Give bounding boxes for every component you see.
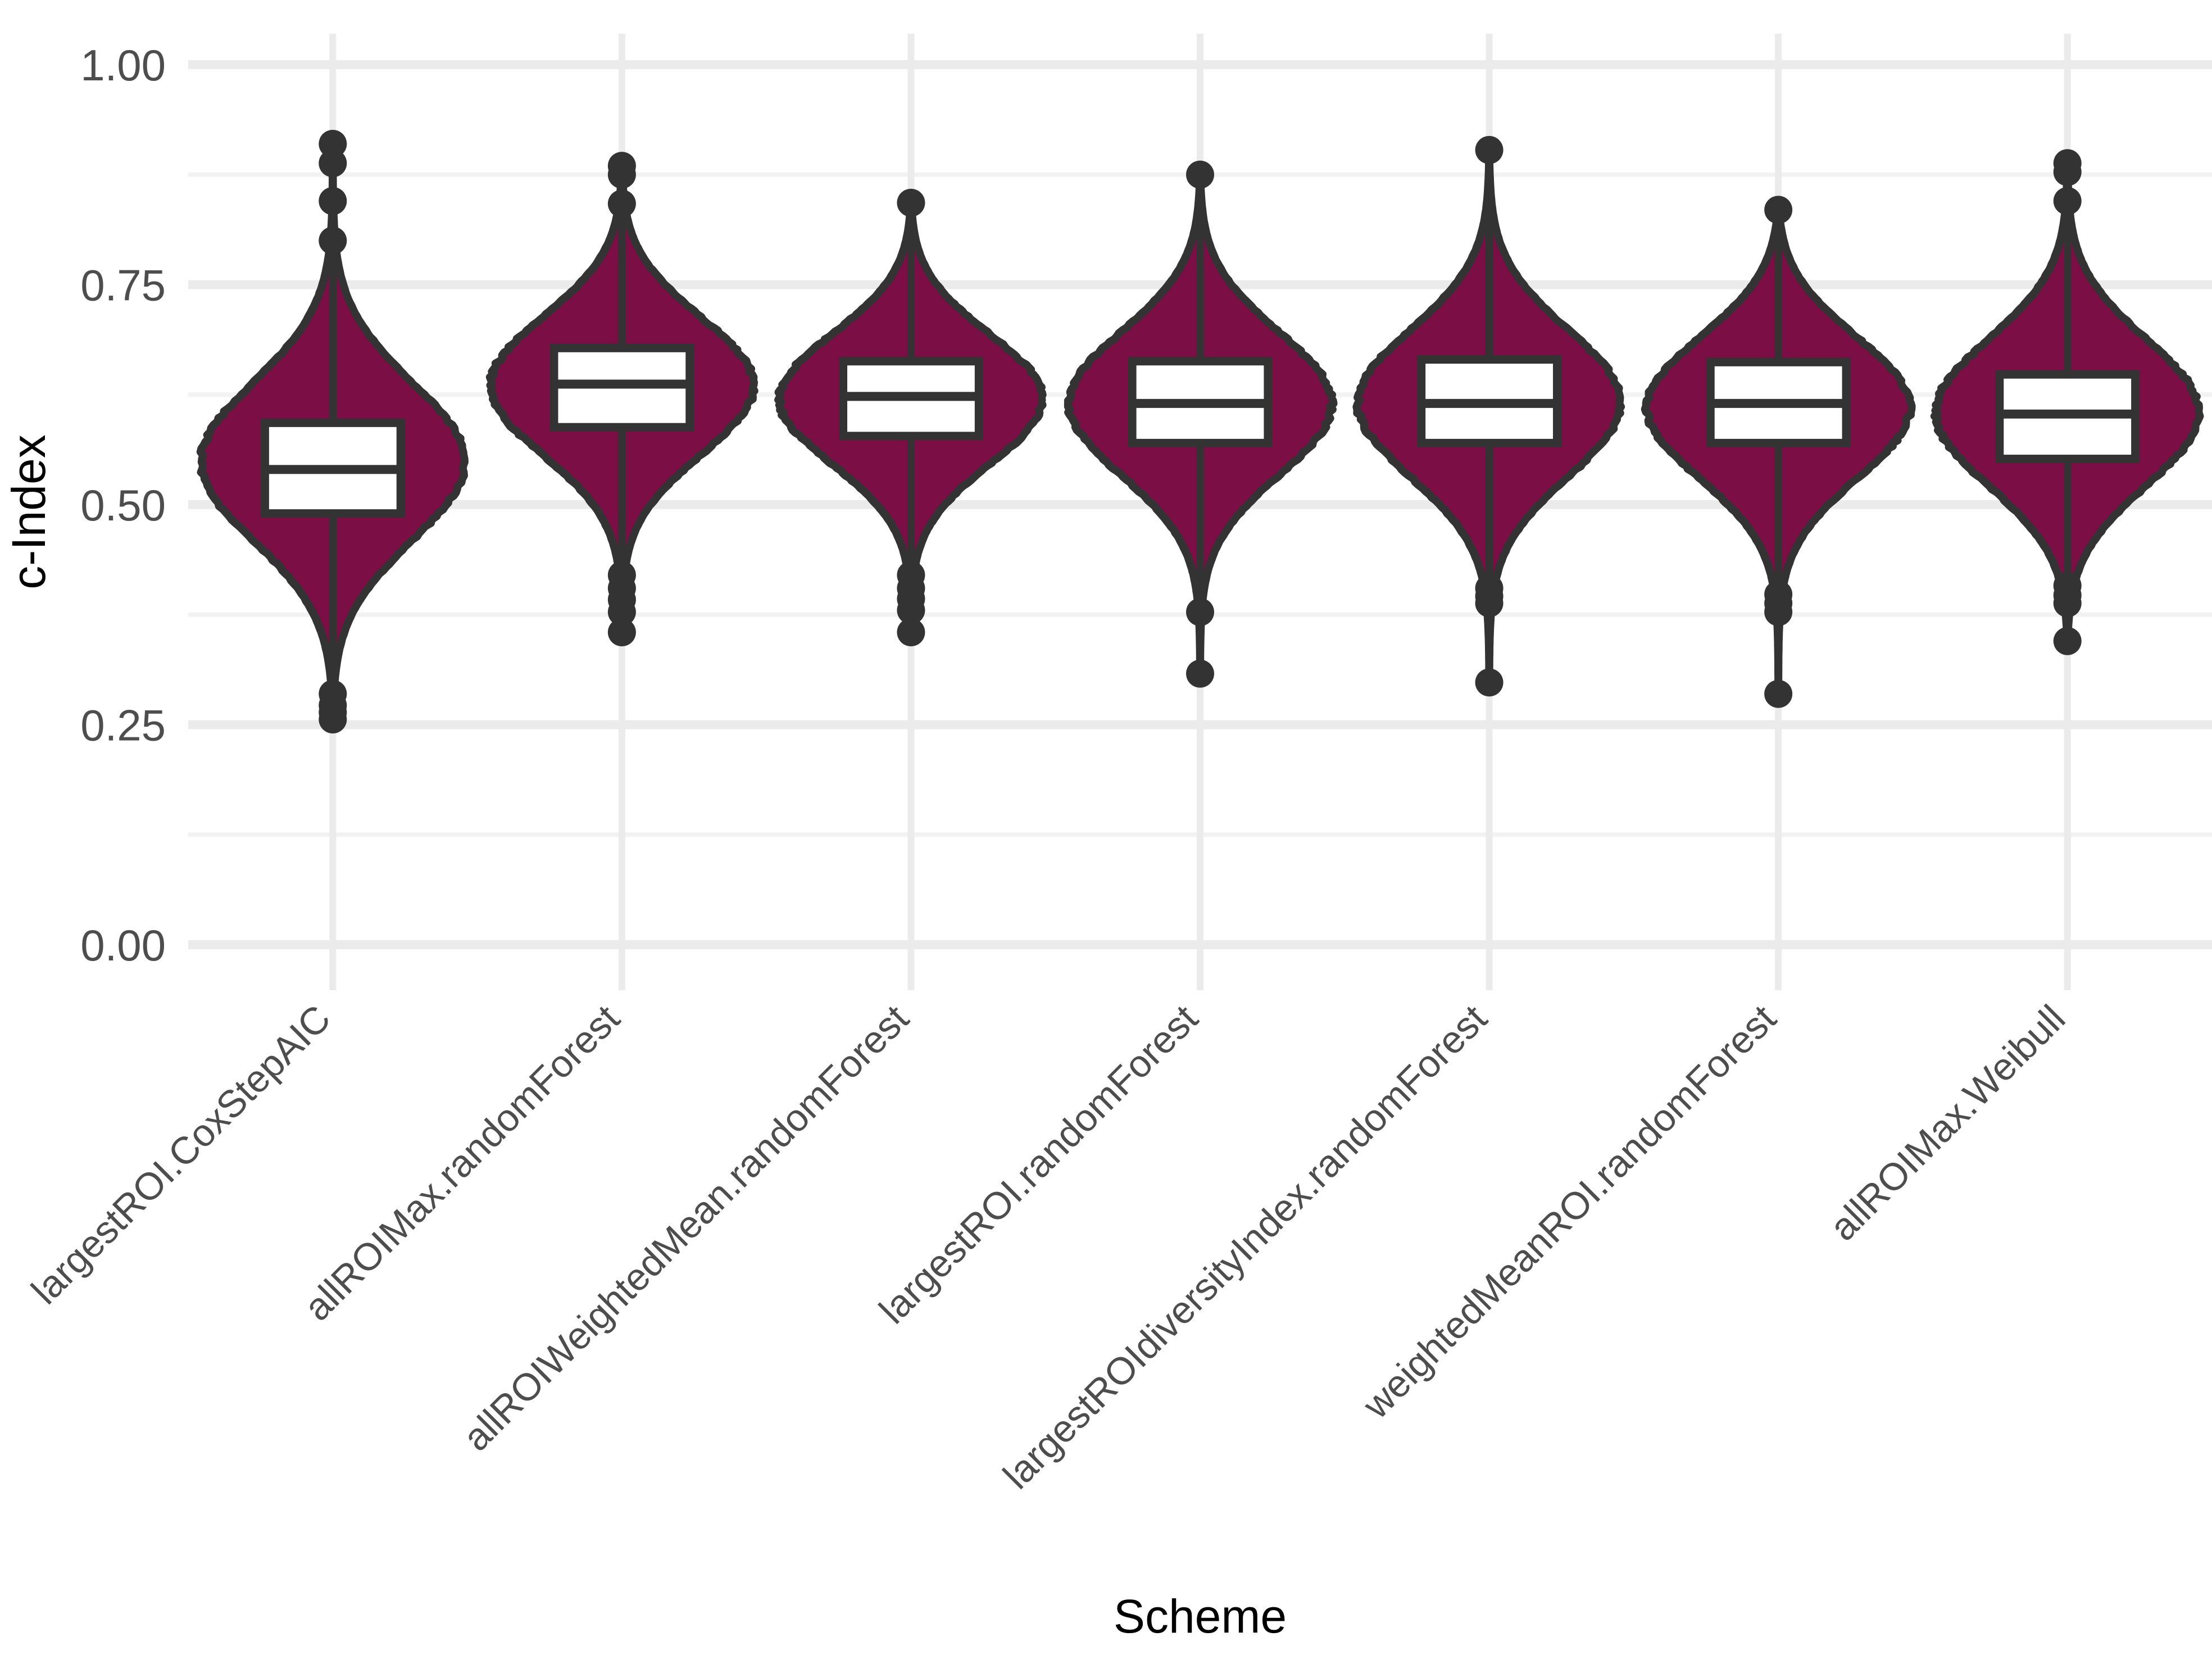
violin-series-group: [196, 129, 2204, 734]
outlier-point: [1186, 160, 1214, 189]
outlier-point: [1764, 196, 1793, 224]
violin-group: [485, 152, 758, 647]
outlier-point: [319, 129, 347, 158]
outlier-point: [897, 188, 925, 217]
outlier-point: [1764, 598, 1793, 627]
y-axis-tick-labels: 0.00 0.25 0.50 0.75 1.00: [80, 40, 166, 970]
outlier-point: [1764, 679, 1793, 708]
outlier-point: [319, 705, 347, 734]
outlier-point: [2053, 158, 2082, 187]
outlier-point: [319, 149, 347, 178]
outlier-point: [2053, 627, 2082, 655]
outlier-point: [607, 160, 636, 189]
outlier-point: [319, 187, 347, 215]
y-axis-tick-label: 0.50: [80, 481, 166, 530]
violin-group: [1930, 149, 2204, 655]
outlier-point: [1475, 589, 1504, 618]
outlier-point: [1186, 659, 1214, 688]
y-axis-tick-label: 1.00: [80, 40, 166, 90]
x-axis-title-group: Scheme: [1114, 1590, 1287, 1643]
outlier-point: [2053, 589, 2082, 618]
y-axis-tick-label: 0.75: [80, 261, 166, 310]
violin-group: [196, 129, 469, 734]
outlier-point: [607, 618, 636, 647]
violin-group: [1064, 160, 1338, 688]
outlier-point: [1475, 668, 1504, 697]
outlier-point: [607, 189, 636, 218]
violin-group: [1352, 135, 1625, 697]
y-axis-tick-label: 0.00: [80, 921, 166, 970]
y-axis-tick-label: 0.25: [80, 701, 166, 750]
violin-group: [774, 188, 1047, 647]
outlier-point: [319, 226, 347, 255]
outlier-point: [2053, 187, 2082, 215]
outlier-point: [1475, 135, 1504, 164]
outlier-point: [897, 596, 925, 624]
y-axis-title-group: c-Index: [2, 434, 55, 589]
violin-group: [1641, 196, 1916, 708]
outlier-point: [1186, 598, 1214, 627]
y-axis-title: c-Index: [2, 434, 55, 589]
x-axis-title: Scheme: [1114, 1590, 1287, 1643]
outlier-point: [897, 618, 925, 647]
outlier-point: [607, 598, 636, 627]
